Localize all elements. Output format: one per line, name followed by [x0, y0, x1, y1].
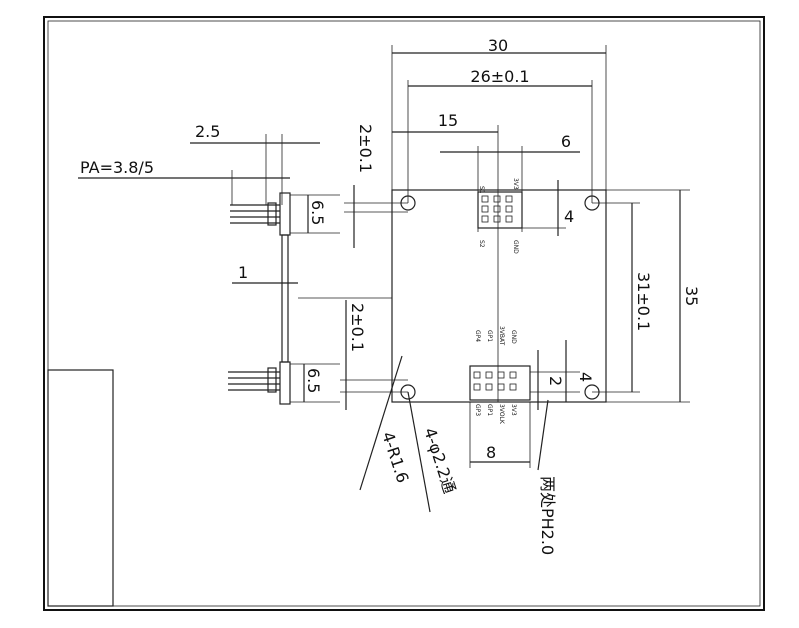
- side-board: [281, 234, 289, 363]
- corner-radius-label: 4-R1.6: [378, 429, 412, 485]
- pin-bottom-lower-1: GP3: [474, 404, 481, 416]
- side-connector-bottom: [267, 367, 277, 393]
- dim-2-5: 2.5: [195, 122, 220, 141]
- dim-6: 6: [561, 132, 571, 151]
- dim-31: 31±0.1: [634, 272, 653, 331]
- dim-8: 8: [486, 443, 496, 462]
- pin-bottom-upper-1: GP4: [474, 330, 481, 342]
- dim-30: 30: [488, 36, 508, 55]
- leader-radius: [359, 355, 403, 491]
- pin-3v3-top: 3V3: [512, 178, 519, 190]
- top-connector-pins: [481, 195, 513, 223]
- dim-4-top: 4: [564, 207, 574, 226]
- pin-s1: S1: [478, 186, 485, 194]
- bottom-connector: [469, 365, 531, 401]
- pin-bottom-lower-3: 3VOLK: [498, 404, 505, 425]
- dim-2-connector: 2: [546, 376, 565, 386]
- hole-diameter-label: 4-φ2.2通: [420, 425, 459, 496]
- pin-bottom-lower-4: 3V3: [510, 404, 517, 416]
- pin-bottom-upper-3: 3VBAT: [498, 326, 505, 346]
- dim-35: 35: [682, 286, 701, 306]
- inner-frame: [47, 20, 761, 607]
- dim-1: 1: [238, 263, 248, 282]
- pin-gnd-top: GND: [512, 240, 519, 254]
- leader-hole: [407, 391, 431, 513]
- dim-6-5-bottom: 6.5: [304, 368, 323, 393]
- pin-bottom-upper-4: GND: [510, 330, 517, 344]
- leader-connector: [537, 399, 549, 471]
- dim-2-bottom: 2±0.1: [348, 303, 367, 352]
- top-connector: [477, 191, 523, 229]
- pin-bottom-upper-2: GP1: [486, 330, 493, 342]
- dim-15: 15: [438, 111, 458, 130]
- dim-26: 26±0.1: [470, 67, 529, 86]
- bottom-connector-pins: [473, 371, 517, 391]
- outer-frame: [43, 16, 765, 611]
- board-outline: [391, 189, 607, 403]
- pin-s2: S2: [478, 240, 485, 248]
- side-connector-top: [267, 202, 277, 226]
- dim-4-bottom: 4: [576, 372, 595, 382]
- dim-2-top: 2±0.1: [356, 124, 375, 173]
- connector-note: 两处PH2.0: [538, 476, 557, 555]
- pa-label: PA=3.8/5: [80, 158, 154, 177]
- dim-6-5-top: 6.5: [308, 200, 327, 225]
- side-box: [47, 369, 114, 607]
- pin-bottom-lower-2: GP1: [486, 404, 493, 416]
